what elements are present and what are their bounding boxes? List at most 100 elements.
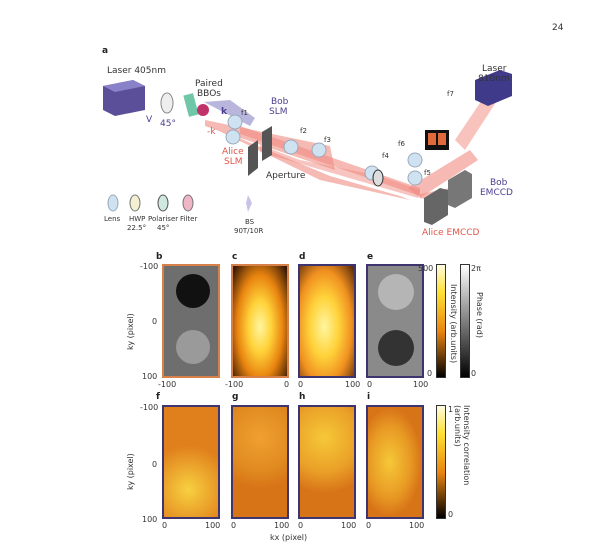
f1-label: f1 (241, 109, 248, 117)
xtick: 100 (205, 521, 221, 530)
xtick: 0 (298, 521, 304, 530)
ytick: 0 (152, 460, 158, 469)
laser-405-label: Laser 405nm (107, 66, 166, 76)
legend-hwp-sub: 22.5° (127, 224, 147, 232)
panel-e-label: e (367, 252, 374, 262)
xtick: 0 (231, 521, 237, 530)
xtick: 100 (409, 521, 425, 530)
alice-slm (248, 140, 258, 176)
panel-g-label: g (232, 392, 239, 402)
bob-emccd-box (448, 170, 472, 208)
xtick: 0 (298, 380, 304, 389)
legend-hwp: HWP (129, 215, 146, 223)
laser-810-label-2: 810nm (478, 74, 510, 84)
panel-i-image (366, 405, 424, 519)
f4-label: f4 (382, 152, 389, 160)
angle-label: 45° (160, 119, 176, 129)
f7-label: f7 (447, 90, 454, 98)
alice-slm-label: Alice (222, 147, 244, 157)
panel-b-image (162, 264, 220, 378)
alice-emccd-label: Alice EMCCD (422, 228, 480, 238)
optical-setup-diagram (103, 70, 512, 225)
panel-d-image (298, 264, 356, 378)
panel-c-label: c (232, 252, 238, 262)
row2-xlabel: kx (pixel) (270, 533, 308, 542)
legend-lens: Lens (104, 215, 121, 223)
f6-label: f6 (398, 140, 405, 148)
bbo-crystal (183, 93, 199, 117)
panel-g-image (231, 405, 289, 519)
bs-legend-icon (246, 195, 252, 212)
page-number: 24 (552, 23, 564, 33)
bob-slm-label-2: SLM (269, 107, 288, 117)
hwp-icon (160, 92, 174, 114)
xtick: 100 (345, 380, 361, 389)
corr-max: 1 (448, 405, 454, 414)
panel-a-label: a (102, 46, 109, 56)
panel-c-image (231, 264, 289, 378)
laser-810-box (475, 70, 512, 106)
lens-legend-icon (107, 194, 119, 212)
f5-label: f5 (424, 169, 431, 177)
bob-emccd-label-2: EMCCD (480, 188, 513, 198)
panel-e-image (366, 264, 424, 378)
xtick: 100 (274, 521, 290, 530)
xtick: 0 (284, 380, 290, 389)
intensity-max: 500 (418, 264, 434, 273)
laser-810-label: Laser (482, 64, 507, 74)
ytick: 100 (142, 515, 158, 524)
intensity-colorbar (436, 264, 446, 378)
ytick: -100 (140, 262, 159, 271)
panel-i-label: i (367, 392, 371, 402)
alice-emccd-box (424, 188, 448, 225)
sad-face (176, 274, 210, 308)
hwp-legend-icon (129, 194, 141, 212)
alice-slm-label-2: SLM (224, 157, 243, 167)
phase-colorbar (460, 264, 470, 378)
k-label: k (221, 107, 227, 117)
corr-min: 0 (448, 510, 454, 519)
xtick: 0 (162, 521, 168, 530)
bob-emccd-label: Bob (490, 178, 508, 188)
panel-h-label: h (299, 392, 306, 402)
v-label: V (146, 115, 153, 125)
intensity-min: 0 (427, 369, 433, 378)
ytick: 100 (142, 372, 158, 381)
f2-label: f2 (300, 127, 307, 135)
xtick: -100 (158, 380, 177, 389)
paired-label: Paired (195, 79, 223, 89)
pump-beam (204, 100, 255, 126)
corr-label: Intensity correlation (arb.units) (453, 405, 471, 486)
row1-ylabel: ky (pixel) (126, 313, 135, 350)
filter-icon (197, 104, 209, 116)
legend-filter: Filter (180, 215, 198, 223)
xtick: 100 (413, 380, 429, 389)
panel-d-label: d (299, 252, 306, 262)
filter-legend-icon (182, 194, 194, 212)
panel-f-image (162, 405, 220, 519)
ytick: -100 (140, 403, 159, 412)
phase-min: 0 (471, 369, 477, 378)
xtick: -100 (225, 380, 244, 389)
polariser-icon (372, 169, 384, 187)
legend-polariser-sub: 45° (157, 224, 170, 232)
xtick: 0 (366, 521, 372, 530)
polariser-legend-icon (157, 194, 169, 212)
bob-slm-label: Bob (271, 97, 289, 107)
panel-f-label: f (156, 392, 160, 402)
legend-bs-sub: 90T/10R (234, 227, 264, 235)
intensity-label: Intensity (arb.units) (449, 284, 458, 364)
legend-bs: BS (245, 218, 255, 226)
panel-h-image (298, 405, 356, 519)
xtick: 0 (367, 380, 373, 389)
phase-label: Phase (rad) (475, 292, 484, 338)
xtick: 100 (341, 521, 357, 530)
bbos-label: BBOs (197, 89, 221, 99)
aperture-label: Aperture (266, 171, 306, 181)
row2-ylabel: ky (pixel) (126, 453, 135, 490)
phase-max: 2π (471, 264, 481, 273)
smiley-face (176, 330, 210, 364)
correlation-colorbar (436, 405, 446, 519)
bob-slm (262, 126, 272, 161)
